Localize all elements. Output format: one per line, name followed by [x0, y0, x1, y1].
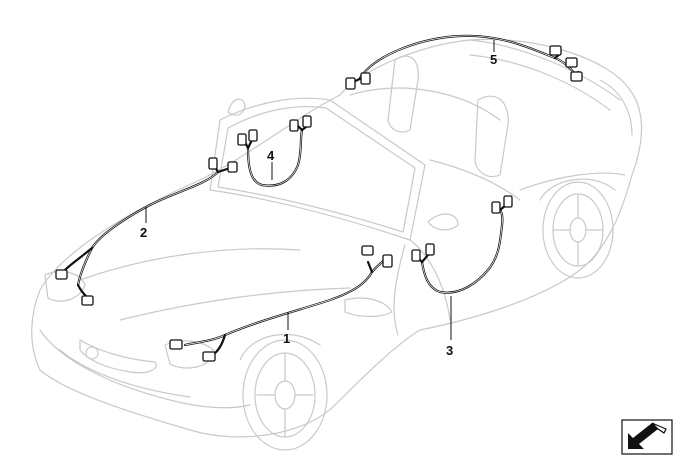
front-wheel — [242, 339, 328, 451]
diagonal-arrow-icon — [621, 419, 673, 455]
car-outline — [31, 38, 643, 451]
harness-4 — [237, 115, 312, 187]
harness-2 — [55, 157, 238, 306]
front-emblem — [85, 346, 99, 360]
connector-5e — [570, 71, 583, 82]
connector-1d — [382, 254, 393, 268]
connector-1b — [202, 351, 216, 362]
connector-1c — [361, 245, 374, 256]
callout-4: 4 — [267, 148, 275, 163]
seat-left — [387, 55, 419, 133]
connector-2a — [208, 157, 218, 170]
leader-lines — [145, 40, 495, 340]
car-body — [31, 38, 643, 438]
harness-1 — [169, 245, 393, 362]
connector-4b — [248, 129, 258, 142]
harness-5 — [345, 34, 583, 90]
callout-2: 2 — [140, 225, 147, 240]
connector-5b — [360, 72, 371, 85]
callout-1: 1 — [283, 331, 290, 346]
callout-5: 5 — [490, 52, 497, 67]
connector-1a — [169, 339, 183, 350]
mirror-right — [427, 213, 459, 231]
connector-4a — [237, 133, 247, 146]
connector-5a — [345, 77, 356, 90]
connector-2c — [55, 269, 68, 280]
callout-3: 3 — [446, 343, 453, 358]
mirror-left — [227, 98, 246, 116]
windshield-frame — [209, 97, 426, 241]
connector-2d — [81, 295, 94, 306]
harness-3 — [411, 195, 513, 294]
connector-2b — [227, 161, 238, 173]
front-bumper — [39, 329, 251, 409]
connector-5c — [549, 45, 562, 56]
seat-right — [474, 95, 509, 178]
connector-4c — [289, 119, 299, 132]
door-line — [409, 239, 451, 321]
connector-4d — [302, 115, 312, 128]
connector-3a — [411, 249, 421, 262]
connector-3c — [491, 201, 501, 214]
front-grille — [79, 339, 157, 374]
callout-labels: 1 2 3 4 5 — [140, 52, 497, 358]
connector-3d — [503, 195, 513, 208]
connector-5d — [565, 57, 578, 68]
connector-3b — [425, 243, 435, 256]
rear-wheel — [542, 181, 614, 279]
